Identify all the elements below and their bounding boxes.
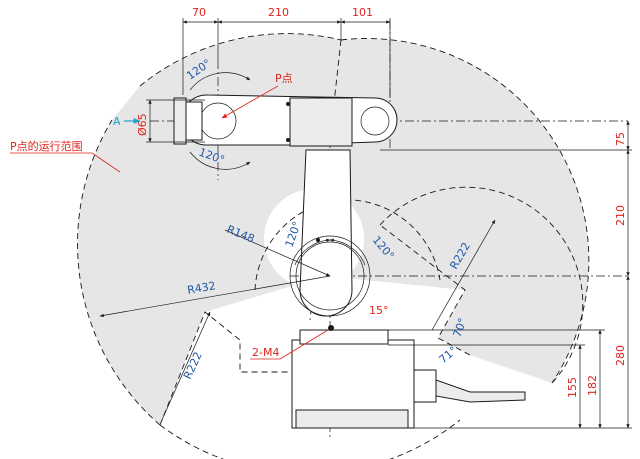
right-dimensions: 75 210 280 155 182: [566, 132, 627, 398]
tool-plate: [185, 101, 203, 141]
dim-182: 182: [586, 375, 599, 396]
r148-line: [224, 229, 331, 277]
dim-70: 70: [192, 6, 206, 19]
cable: [435, 379, 526, 403]
view-a-label: A: [113, 115, 121, 128]
radius-432: R432: [186, 279, 216, 297]
point-p-range-label: P点的运行范围: [10, 139, 83, 153]
base-top-plate: [299, 329, 389, 345]
dim-155: 155: [566, 377, 579, 398]
dimension-lines: [99, 18, 632, 429]
flange: [173, 97, 187, 145]
upper-arm-housing: [289, 97, 353, 147]
angle-15: 15°: [369, 304, 389, 317]
left-boundary-line: [159, 311, 296, 426]
dim-280: 280: [614, 345, 627, 366]
r222-right-line: [431, 219, 496, 331]
lower-left-arc: [159, 419, 461, 459]
mount-holes-label: 2-M4: [252, 346, 279, 359]
work-area-outline: [77, 33, 590, 426]
angle-70: 70°: [451, 316, 470, 339]
dim-210-right: 210: [614, 205, 627, 226]
robot-body: [173, 94, 526, 429]
misc-red-labels: Ø65 15° 2-M4 P点 P点的运行范围: [10, 72, 389, 360]
point-p-label: P点: [275, 72, 293, 85]
r432-line: [99, 275, 331, 318]
base-foot: [295, 409, 409, 429]
dim-101: 101: [352, 6, 373, 19]
cable-connector: [413, 369, 437, 403]
dim-210-top: 210: [268, 6, 289, 19]
top-dimensions: 70 210 101: [192, 6, 373, 19]
lower-joint: [295, 241, 365, 311]
view-a-marker: A: [113, 115, 141, 128]
diameter-label: Ø65: [136, 113, 149, 136]
lower-arm: [299, 149, 353, 317]
dim-75: 75: [614, 132, 627, 146]
r222-left-line: [161, 311, 211, 421]
right-boundary-line: [379, 224, 471, 356]
lower-right-arc: [379, 186, 584, 384]
elbow-joint: [360, 106, 390, 136]
shoulder-joint: [289, 235, 371, 317]
